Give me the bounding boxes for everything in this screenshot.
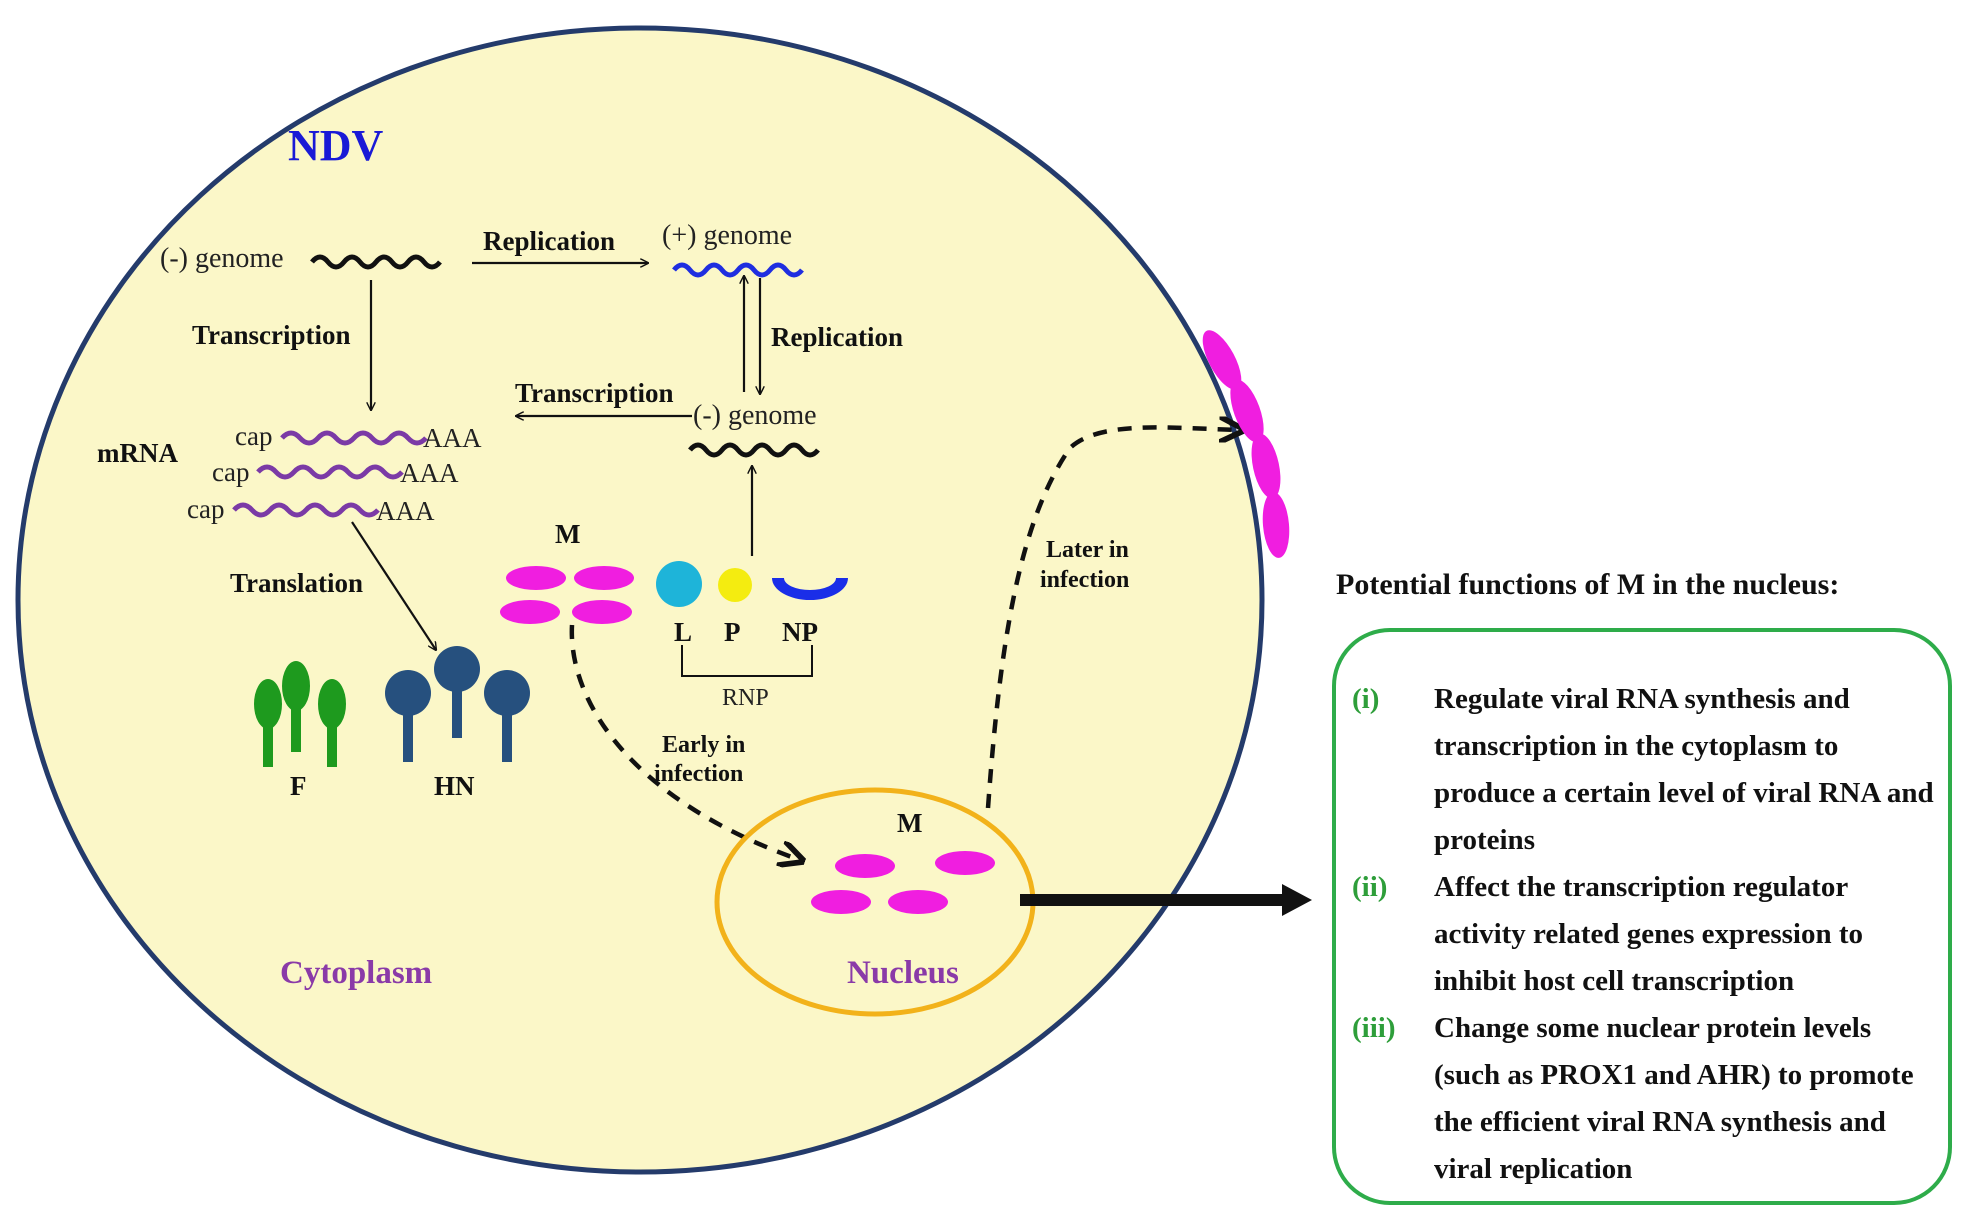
mrna-label: mRNA [97, 438, 178, 468]
replication-top-label: Replication [483, 226, 615, 256]
function-item-2-text: Affect the transcription regulator activ… [1434, 871, 1864, 997]
transcription-mid-label: Transcription [515, 378, 674, 408]
l-protein [656, 561, 702, 607]
pos-genome-label: (+) genome [662, 220, 792, 251]
aaa-label-2: AAA [400, 458, 459, 488]
ndv-title: NDV [288, 121, 384, 170]
function-item-1-number: (i) [1352, 683, 1380, 715]
early-infection-line1: Early in [662, 732, 745, 758]
m-nucleus-label: M [897, 808, 922, 838]
m-cytoplasm-label: M [555, 519, 580, 549]
p-label: P [724, 617, 741, 647]
np-protein [772, 578, 848, 600]
early-infection-line2: infection [654, 761, 743, 787]
function-item-3-text: Change some nuclear protein levels (such… [1434, 1012, 1914, 1185]
functions-list: (i) Regulate viral RNA synthesis and tra… [1352, 676, 1942, 1193]
translation-label: Translation [230, 568, 363, 598]
function-item-2: (ii) Affect the transcription regulator … [1352, 864, 1942, 1005]
m-proteins-nucleus [811, 851, 995, 914]
later-infection-line1: Later in [1046, 537, 1129, 563]
pos-genome-strand [672, 262, 804, 278]
translation-arrow [351, 521, 436, 650]
cap-label-1: cap [235, 421, 272, 451]
rnp-bracket [681, 645, 813, 677]
functions-heading: Potential functions of M in the nucleus: [1336, 568, 1840, 601]
neg-genome-top-label: (-) genome [160, 243, 284, 274]
function-item-1: (i) Regulate viral RNA synthesis and tra… [1352, 676, 1942, 864]
cap-label-2: cap [212, 457, 249, 487]
neg-genome-top-strand [310, 254, 442, 270]
f-label: F [290, 771, 307, 801]
aaa-label-1: AAA [423, 423, 482, 453]
l-label: L [674, 617, 692, 647]
function-item-3: (iii) Change some nuclear protein levels… [1352, 1005, 1942, 1193]
transcription-left-label: Transcription [192, 320, 351, 350]
function-item-1-text: Regulate viral RNA synthesis and transcr… [1434, 683, 1934, 856]
rnp-label: RNP [722, 685, 769, 711]
cell-membrane [15, 25, 1265, 1175]
m-proteins-membrane [1202, 330, 1290, 558]
later-infection-line2: infection [1040, 567, 1129, 593]
functions-panel [1332, 628, 1952, 1205]
neg-genome-mid-strand [688, 442, 820, 458]
m-proteins-cytoplasm [500, 566, 634, 624]
hn-proteins [385, 646, 530, 762]
hn-label: HN [434, 771, 475, 801]
nucleus-to-panel-arrowhead [1282, 884, 1312, 916]
f-proteins [254, 661, 346, 767]
cap-label-3: cap [187, 494, 224, 524]
mrna-strand-3 [232, 502, 380, 518]
replication-right-label: Replication [771, 322, 903, 352]
mrna-strand-2 [256, 464, 404, 480]
early-infection-arrow [569, 624, 800, 860]
mrna-strand-1 [280, 430, 428, 446]
function-item-3-number: (iii) [1352, 1012, 1396, 1044]
neg-genome-mid-label: (-) genome [693, 400, 817, 431]
function-item-2-number: (ii) [1352, 871, 1388, 903]
nucleus-label: Nucleus [847, 955, 959, 991]
p-protein [718, 568, 752, 602]
cytoplasm-label: Cytoplasm [280, 955, 432, 991]
np-label: NP [782, 617, 818, 647]
aaa-label-3: AAA [376, 496, 435, 526]
